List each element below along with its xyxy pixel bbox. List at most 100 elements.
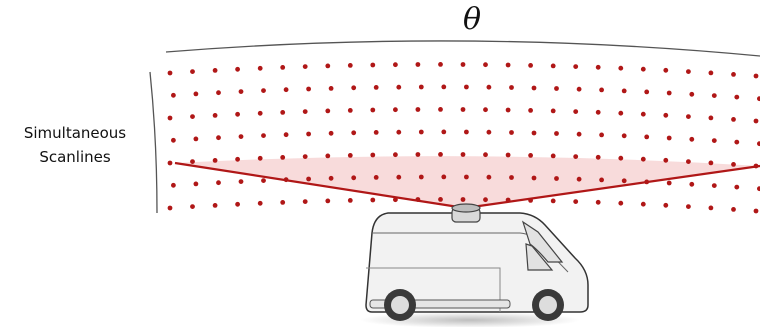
scan-point xyxy=(708,205,714,211)
scan-point xyxy=(550,198,556,204)
scan-point xyxy=(167,70,173,76)
scan-point xyxy=(418,129,424,135)
scan-point xyxy=(370,152,376,158)
vehicle-shadow xyxy=(360,312,580,327)
scan-point xyxy=(509,175,514,180)
scan-point xyxy=(711,93,717,98)
scan-point xyxy=(441,174,447,180)
scan-point xyxy=(483,152,488,158)
scan-point xyxy=(734,94,740,100)
scan-point xyxy=(576,86,582,92)
scan-point xyxy=(689,181,695,187)
scan-point xyxy=(193,136,199,142)
scan-point xyxy=(573,154,579,160)
scan-point xyxy=(689,136,695,142)
scan-point xyxy=(734,139,740,145)
scan-point xyxy=(415,152,421,157)
scan-point xyxy=(734,184,740,190)
scan-point xyxy=(193,91,199,97)
scan-point xyxy=(167,115,173,121)
scan-point xyxy=(509,130,514,135)
scan-point xyxy=(283,87,289,93)
scan-point xyxy=(621,88,627,94)
scan-point xyxy=(757,141,760,147)
scan-point xyxy=(261,178,266,184)
scan-point xyxy=(325,198,331,204)
scan-point xyxy=(464,84,469,90)
scanline-label-line2: Scanlines xyxy=(39,148,111,166)
scan-point xyxy=(347,108,353,113)
scan-point xyxy=(306,176,311,182)
scan-point xyxy=(351,130,357,136)
scan-point xyxy=(306,86,311,92)
scan-point xyxy=(509,85,514,90)
scan-point xyxy=(731,207,736,212)
scan-point xyxy=(373,175,379,180)
scan-point xyxy=(554,131,559,136)
scan-point xyxy=(171,137,176,143)
scan-point xyxy=(216,90,221,96)
scan-point xyxy=(689,91,695,97)
scan-point xyxy=(486,129,492,135)
scan-point xyxy=(302,199,308,205)
angle-label: θ xyxy=(462,2,482,37)
scan-point xyxy=(505,107,511,113)
scan-point xyxy=(351,85,357,91)
scan-point xyxy=(483,107,488,113)
scan-point xyxy=(347,198,353,203)
scanline-bracket xyxy=(149,71,158,214)
scan-point xyxy=(550,108,556,114)
scan-point xyxy=(460,107,466,112)
scan-point xyxy=(328,175,334,181)
scan-point xyxy=(370,107,376,113)
scan-point xyxy=(640,111,646,117)
scan-point xyxy=(753,73,759,79)
scan-point xyxy=(663,112,669,118)
scan-point xyxy=(212,203,218,208)
scan-point xyxy=(599,87,604,93)
scan-point xyxy=(325,63,331,69)
scan-point xyxy=(640,156,646,162)
scan-point xyxy=(731,117,736,122)
scan-point xyxy=(686,204,691,210)
scan-point xyxy=(325,153,331,159)
scan-point xyxy=(731,72,736,77)
scan-point xyxy=(280,65,286,70)
scan-point xyxy=(325,108,331,114)
scan-point xyxy=(438,107,443,112)
vehicle-rear-wheel xyxy=(384,289,416,321)
scan-point xyxy=(261,88,266,93)
scan-point xyxy=(415,62,421,67)
scan-point xyxy=(663,157,669,163)
scan-point xyxy=(212,68,218,73)
scan-point xyxy=(190,69,195,74)
scan-point xyxy=(595,154,601,160)
scan-point xyxy=(640,66,646,72)
scan-point xyxy=(573,199,579,205)
scan-point xyxy=(753,208,759,214)
scan-point xyxy=(708,70,714,76)
scan-point xyxy=(573,109,579,114)
scan-point xyxy=(666,180,672,186)
scan-point xyxy=(640,201,646,207)
scan-point xyxy=(302,109,308,114)
scan-point xyxy=(618,110,624,116)
vehicle-front-face xyxy=(366,267,501,312)
scan-point xyxy=(235,201,241,207)
scan-point xyxy=(731,162,736,167)
scan-point xyxy=(370,197,376,203)
scan-point xyxy=(393,197,398,203)
scan-point xyxy=(708,160,714,166)
scan-point xyxy=(528,153,533,158)
scan-point xyxy=(328,86,334,91)
lidar-sensor-icon xyxy=(451,203,481,223)
scan-point xyxy=(235,66,241,72)
vehicle-windshield xyxy=(521,220,564,263)
scan-point xyxy=(599,132,604,138)
scan-point xyxy=(460,152,466,157)
scan-point xyxy=(238,89,244,94)
scan-point xyxy=(280,155,286,160)
scan-point xyxy=(302,64,308,69)
scan-point xyxy=(531,175,537,181)
scan-point xyxy=(438,62,443,67)
